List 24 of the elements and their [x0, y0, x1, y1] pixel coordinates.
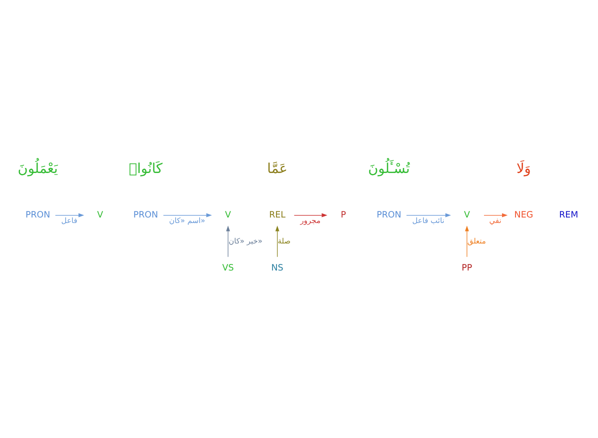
node-text: REM	[559, 210, 578, 221]
node-text: P	[340, 210, 346, 221]
arrow	[163, 213, 212, 218]
node-text: PP	[462, 264, 472, 274]
label: وَلَا	[516, 161, 531, 178]
arrow	[226, 226, 230, 258]
arrow	[275, 226, 280, 258]
label: عَمَّا	[267, 161, 288, 178]
arrow	[294, 213, 328, 218]
node-text: PRON	[25, 210, 50, 221]
arrow	[55, 213, 84, 218]
label: كَانُوا۟	[128, 161, 163, 178]
node-text: V	[464, 210, 470, 221]
node-text: V	[97, 210, 104, 221]
node-text: NEG	[514, 210, 534, 221]
node-text: VS	[222, 264, 234, 274]
arrow	[464, 226, 469, 258]
node-text: NS	[271, 264, 284, 274]
node-text: PRON	[133, 210, 158, 221]
arrow	[406, 213, 451, 218]
arrow	[484, 213, 508, 218]
node-text: PRON	[376, 210, 402, 221]
node-text: V	[225, 210, 232, 221]
node-text: REL	[269, 210, 286, 221]
